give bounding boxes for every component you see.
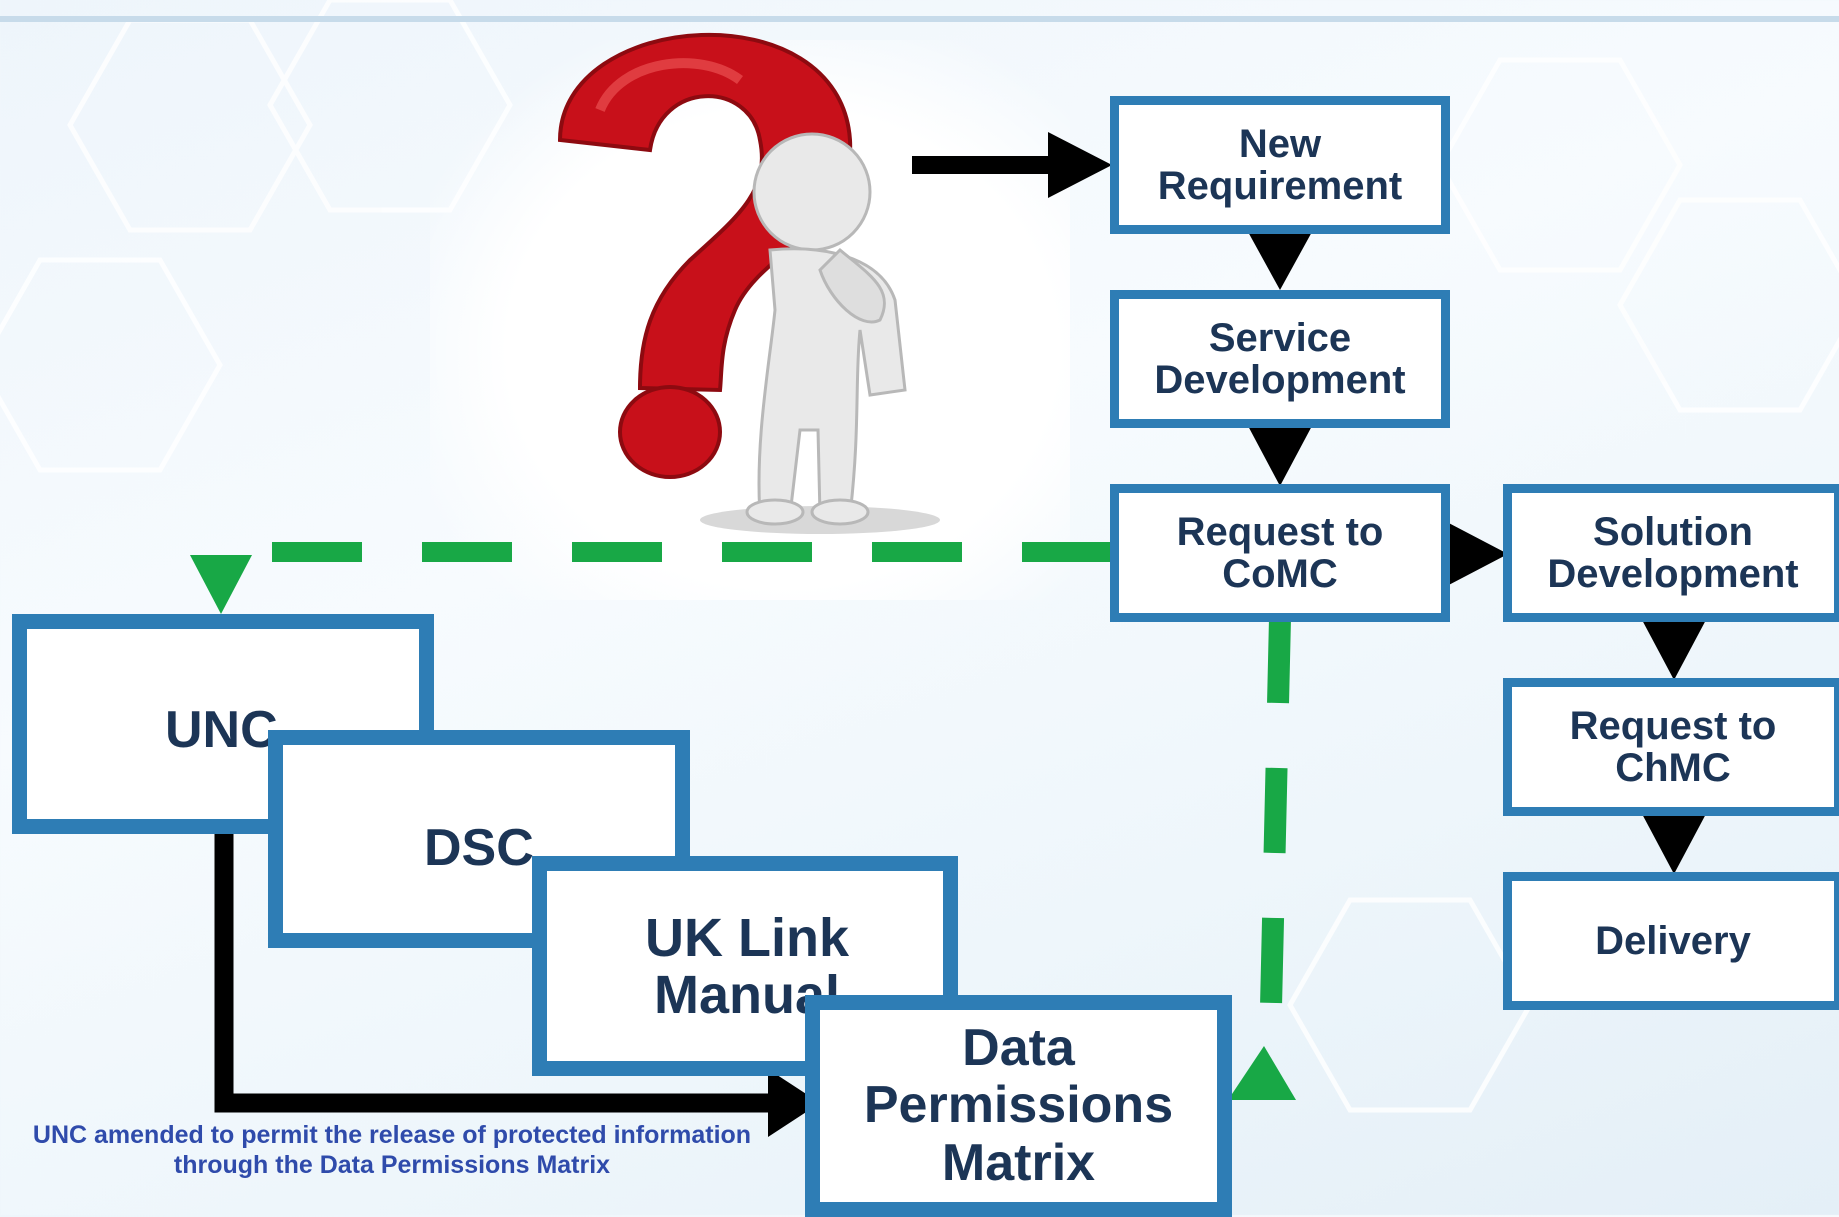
solution-development-label: Solution Development [1547, 510, 1799, 596]
thinking-person-icon [700, 132, 940, 534]
dashed-arrow-to-data-permissions [1228, 617, 1296, 1100]
unc-amendment-note: UNC amended to permit the release of pro… [32, 1121, 752, 1179]
request-to-comc-label: Request to CoMC [1176, 510, 1384, 596]
arrow-unc-to-data-permissions [214, 825, 820, 1137]
new-requirement-label: New Requirement [1157, 122, 1403, 208]
delivery-box: Delivery [1503, 872, 1839, 1010]
arrow-chmc-to-delivery [1641, 812, 1707, 874]
delivery-label: Delivery [1595, 919, 1751, 963]
new-requirement-box: New Requirement [1110, 96, 1450, 234]
arrow-service-to-request [1247, 424, 1313, 486]
question-mark-icon [557, 33, 853, 479]
request-to-chmc-box: Request to ChMC [1503, 678, 1839, 816]
request-to-chmc-label: Request to ChMC [1569, 704, 1777, 790]
dashed-arrow-to-unc [190, 542, 1112, 614]
data-permissions-matrix-box: Data Permissions Matrix [805, 995, 1232, 1217]
data-permissions-matrix-label: Data Permissions Matrix [863, 1019, 1174, 1192]
arrow-request-to-solution [1443, 520, 1508, 588]
unc-label: UNC [165, 701, 278, 759]
arrow-solution-to-chmc [1641, 618, 1707, 680]
dsc-label: DSC [424, 819, 534, 877]
solution-development-box: Solution Development [1503, 484, 1839, 622]
arrow-new-to-service [1247, 230, 1313, 290]
service-development-label: Service Development [1154, 316, 1406, 402]
arrow-to-new-requirement [912, 132, 1112, 198]
request-to-comc-box: Request to CoMC [1110, 484, 1450, 622]
service-development-box: Service Development [1110, 290, 1450, 428]
